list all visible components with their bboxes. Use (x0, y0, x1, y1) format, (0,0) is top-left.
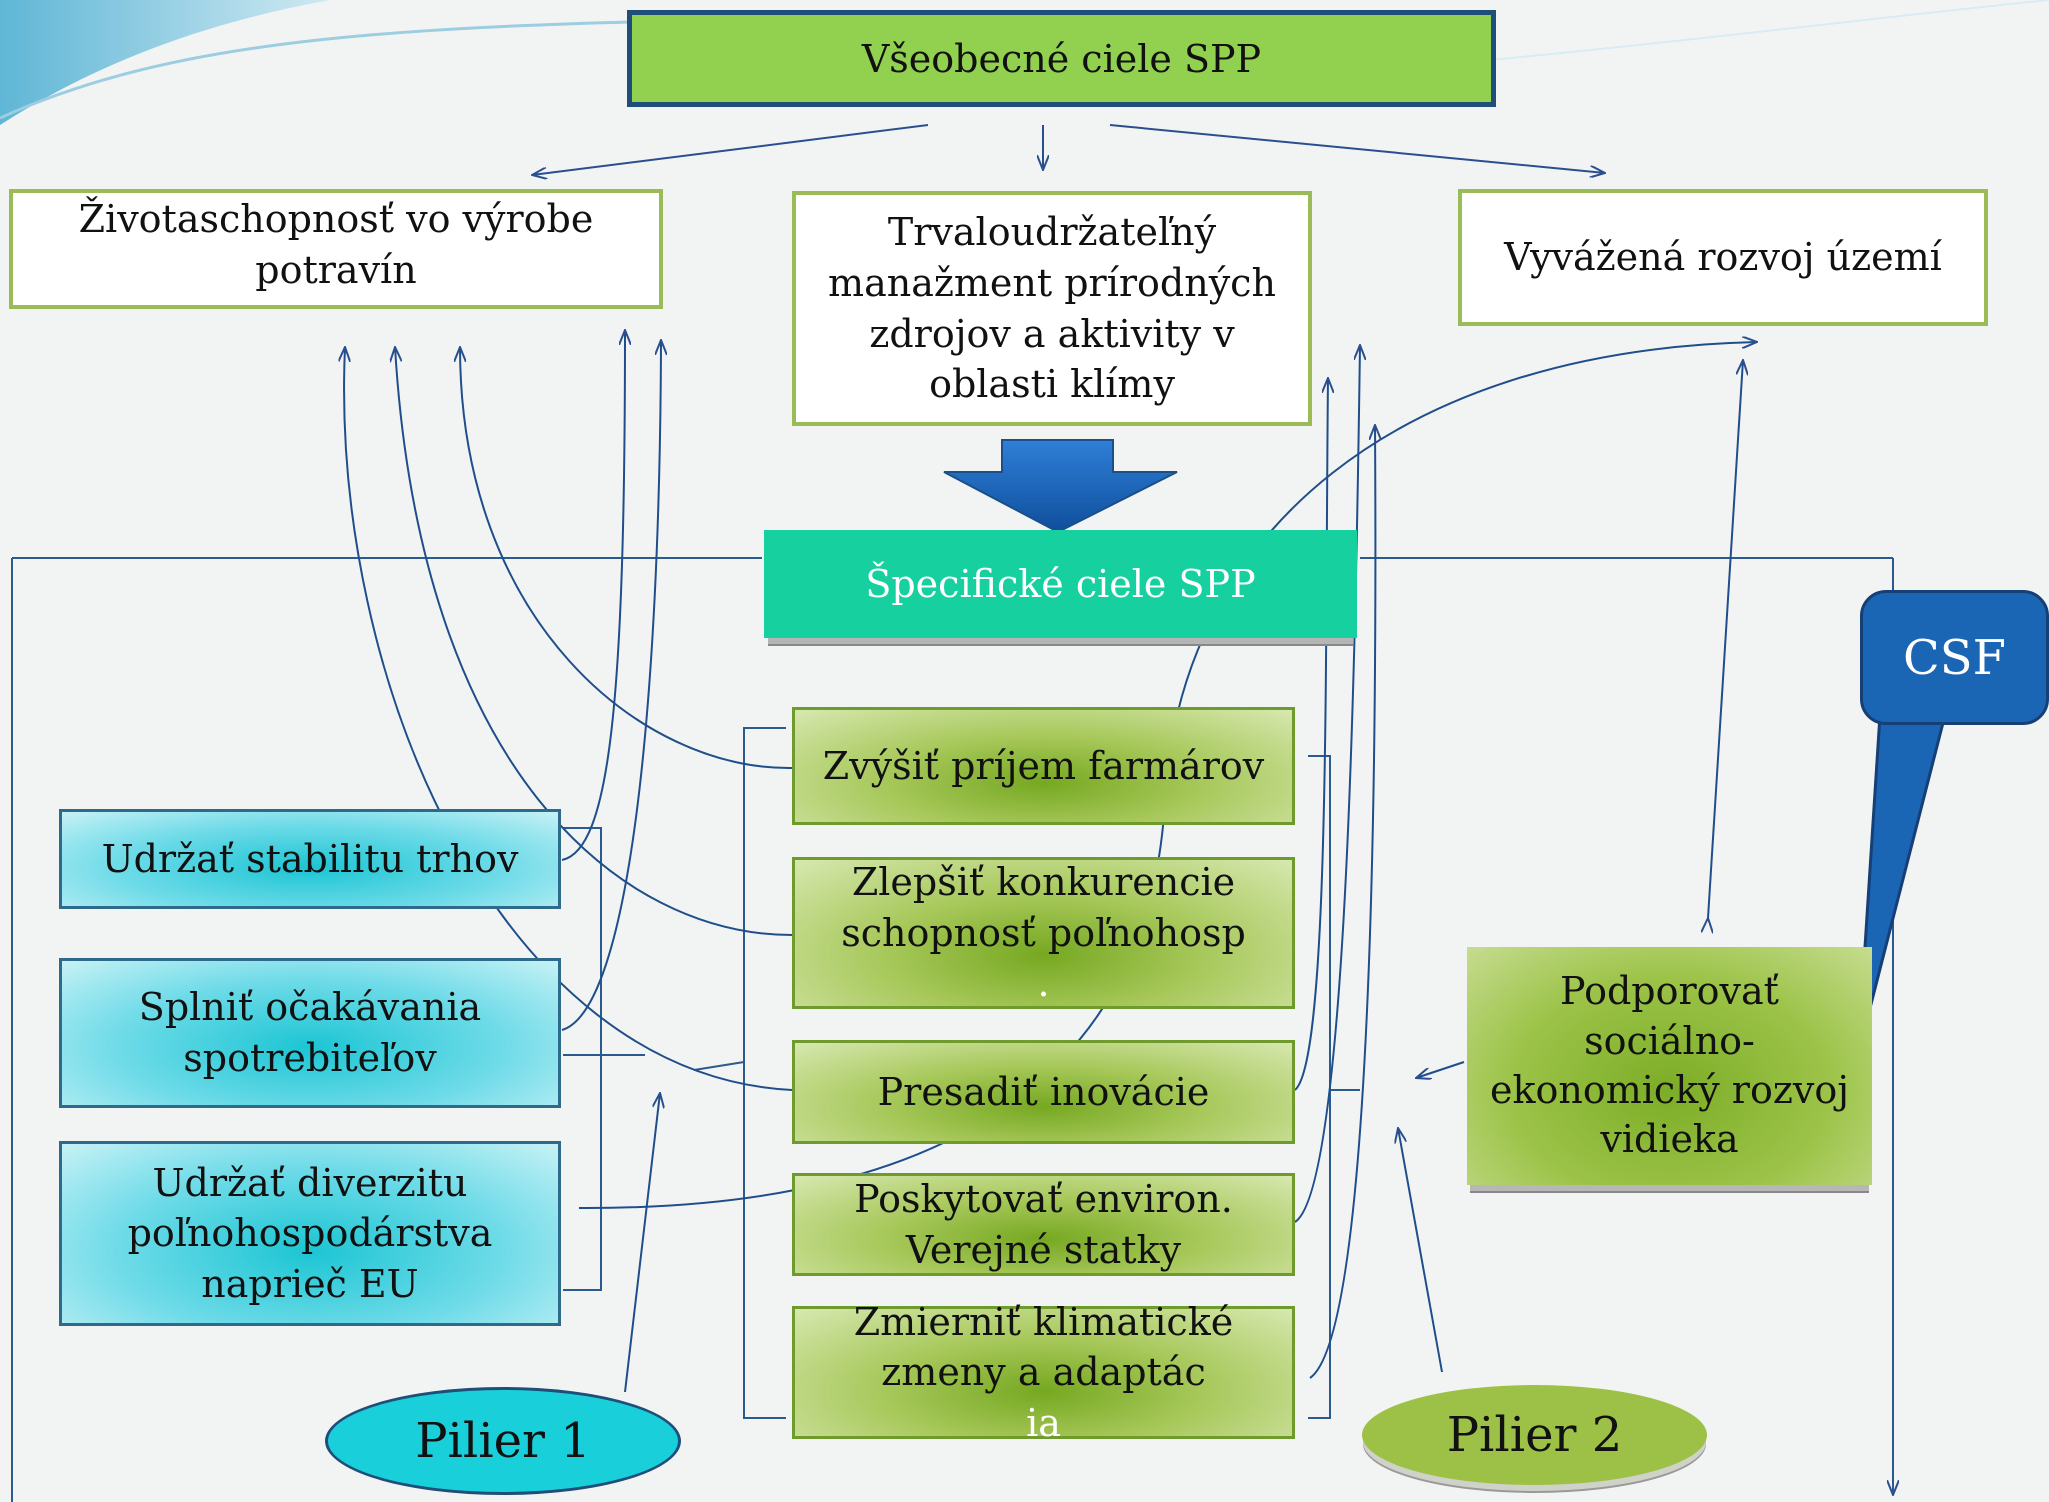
goal-rural-line: sociálno- (1584, 1018, 1755, 1063)
goal-consumers-line: Splniť očakávania (138, 985, 482, 1030)
goal-innovation-line: Presadiť inovácie (877, 1069, 1210, 1114)
goal-income-line: Zvýšiť príjem farmárov (822, 743, 1265, 788)
objective-territorial-development: Vyvážená rozvoj území (1458, 189, 1988, 326)
goal-competitiveness-text: schopnosť poľnohosp (841, 910, 1246, 955)
pillar-2-label: Pilier 2 (1446, 1407, 1623, 1463)
objective-territory-line: Vyvážená rozvoj území (1504, 235, 1942, 280)
objective-nature-line: Trvaloudržateľný (887, 210, 1217, 255)
goal-competitiveness-line: schopnosť poľnohosp. (841, 908, 1246, 1009)
general-goals-box: Všeobecné ciele SPP (627, 10, 1496, 107)
goal-climate-line: zmeny a adaptác ia (854, 1347, 1233, 1448)
goal-diversity-line: poľnohospodárstva (127, 1211, 493, 1256)
goal-innovation: Presadiť inovácie (792, 1040, 1295, 1144)
goal-climate-change: Zmierniť klimatické zmeny a adaptác ia (792, 1300, 1295, 1445)
goal-markets-line: Udržať stabilitu trhov (101, 836, 519, 881)
csf-label: CSF (1903, 629, 2006, 686)
decorative-swoosh (0, 0, 330, 125)
specific-goals-box: Špecifické ciele SPP (764, 530, 1357, 638)
goal-climate-text: zmeny a adaptác (881, 1350, 1206, 1395)
objective-natural-resources: Trvaloudržateľný manažment prírodných zd… (792, 191, 1312, 426)
objective-food-line: potravín (255, 248, 417, 292)
goal-rural-development: Podporovať sociálno- ekonomický rozvoj v… (1467, 947, 1872, 1185)
pillar-1-oval: Pilier 1 (325, 1387, 681, 1495)
csf-callout: CSF (1860, 590, 2049, 725)
objective-nature-line: manažment prírodných (828, 260, 1276, 305)
pillar-2-oval: Pilier 2 (1362, 1385, 1707, 1485)
goal-rural-line: ekonomický rozvoj (1490, 1068, 1849, 1112)
objective-food-production: Životaschopnosť vo výrobe potravín (9, 189, 663, 309)
goal-diversity-line: Udržať diverzitu (152, 1160, 468, 1205)
goal-rural-line: vidieka (1600, 1117, 1739, 1162)
goal-agricultural-diversity: Udržať diverzitu poľnohospodárstva napri… (59, 1141, 561, 1326)
specific-goals-label: Špecifické ciele SPP (865, 562, 1256, 606)
objective-nature-line: oblasti klímy (929, 362, 1175, 407)
goal-climate-tail: ia (1026, 1400, 1061, 1445)
goal-diversity-line: naprieč EU (201, 1261, 419, 1306)
general-goals-label: Všeobecné ciele SPP (861, 36, 1262, 81)
goal-farm-income: Zvýšiť príjem farmárov (792, 707, 1295, 825)
objective-food-line: Životaschopnosť vo výrobe (78, 197, 594, 242)
goal-competitiveness-period: . (1037, 961, 1050, 1006)
goal-environment-line: Poskytovať environ. (854, 1176, 1233, 1221)
goal-consumers-line: spotrebiteľov (183, 1036, 437, 1080)
pillar-1-label: Pilier 1 (415, 1413, 591, 1469)
block-arrow-down (943, 439, 1178, 534)
goal-competitiveness: Zlepšiť konkurencie schopnosť poľnohosp. (792, 857, 1295, 1009)
goal-environment-line: Verejné statky (905, 1227, 1182, 1272)
goal-public-goods: Poskytovať environ. Verejné statky (792, 1173, 1295, 1276)
goal-consumer-expectations: Splniť očakávania spotrebiteľov (59, 958, 561, 1108)
goal-rural-line: Podporovať (1560, 969, 1779, 1014)
goal-competitiveness-line: Zlepšiť konkurencie (851, 860, 1236, 905)
goal-climate-line: Zmierniť klimatické (853, 1299, 1234, 1344)
goal-market-stability: Udržať stabilitu trhov (59, 809, 561, 909)
objective-nature-line: zdrojov a aktivity v (869, 311, 1235, 356)
